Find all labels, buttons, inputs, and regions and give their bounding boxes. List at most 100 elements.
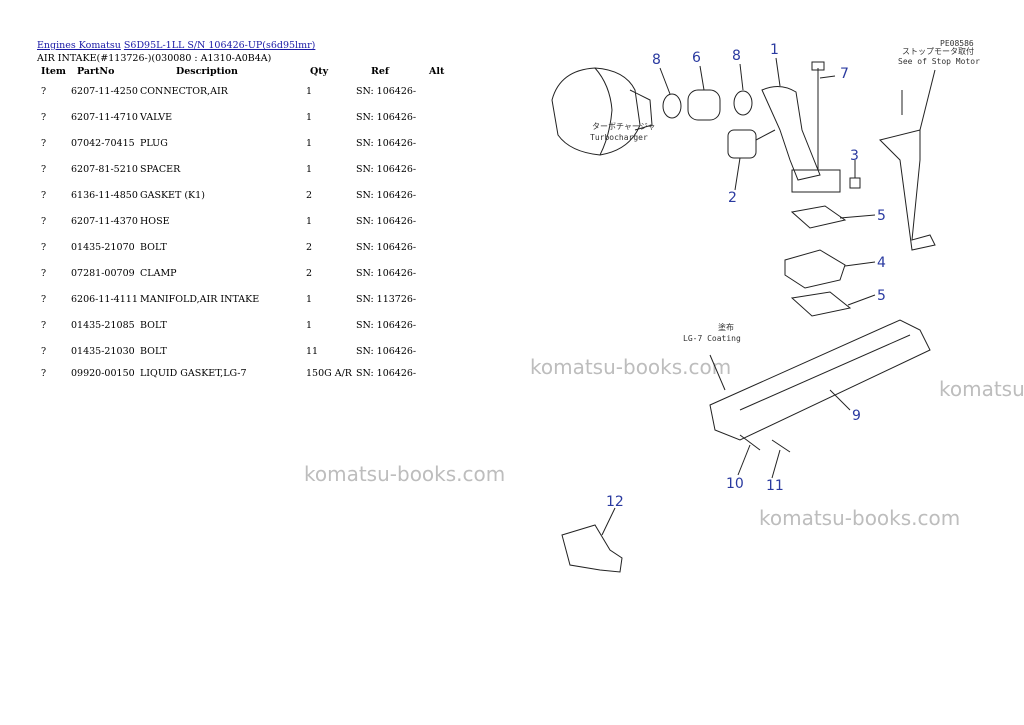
cell-ref: SN: 106426-: [355, 112, 417, 123]
spacer-shape: [784, 249, 846, 289]
parts-table: Item PartNo Description Qty Ref Alt ?620…: [37, 66, 444, 386]
cell-partno: 01435-21030: [71, 346, 135, 357]
hose-shape: [687, 89, 721, 121]
exploded-parts-diagram: PE08586 ストップモータ取付 See of Stop Motor ターボチ…: [551, 39, 980, 573]
cell-item: ?: [41, 216, 47, 227]
stop-motor-label-en: See of Stop Motor: [898, 57, 980, 66]
callout-number: 12: [606, 494, 624, 510]
turbocharger-label-jp: ターボチャージャ: [592, 122, 655, 131]
clamp-shape: [733, 90, 753, 116]
cell-item: ?: [41, 268, 47, 279]
cell-description: MANIFOLD,AIR INTAKE: [140, 294, 260, 305]
cell-ref: SN: 113726-: [355, 294, 417, 305]
cell-qty: 11: [306, 346, 319, 357]
coating-label-jp: 塗布: [718, 322, 734, 332]
cell-ref: SN: 106426-: [355, 320, 417, 331]
cell-ref: SN: 106426-: [355, 346, 417, 357]
cell-ref: SN: 106426-: [355, 242, 417, 253]
connector-flange: [791, 169, 841, 193]
cell-partno: 01435-21085: [71, 320, 135, 331]
cell-description: LIQUID GASKET,LG-7: [140, 368, 247, 379]
cell-item: ?: [41, 368, 47, 379]
valve-shape: [727, 129, 757, 159]
cell-qty: 1: [306, 112, 313, 123]
callout-number: 1: [770, 42, 779, 58]
cell-partno: 6136-11-4850: [71, 190, 138, 201]
callout-number: 5: [877, 208, 886, 224]
cell-ref: SN: 106426-: [355, 86, 417, 97]
callout-number: 6: [692, 50, 701, 66]
manifold-shape: [709, 319, 931, 441]
clamp-shape: [662, 93, 682, 119]
col-partno: PartNo: [77, 66, 115, 77]
cell-partno: 6207-11-4710: [71, 112, 138, 123]
callout-number: 3: [850, 148, 859, 164]
bracket-shape: [879, 129, 936, 251]
cell-ref: SN: 106426-: [355, 268, 417, 279]
stop-motor-label-jp: ストップモータ取付: [902, 46, 974, 56]
watermark: komatsu-books.com: [530, 355, 732, 379]
cell-item: ?: [41, 164, 47, 175]
cell-description: CONNECTOR,AIR: [140, 86, 228, 97]
cell-ref: SN: 106426-: [355, 164, 417, 175]
watermark: komatsu-books.com: [759, 506, 961, 530]
callout-number: 8: [732, 48, 741, 64]
cell-qty: 1: [306, 86, 313, 97]
cell-partno: 09920-00150: [71, 368, 135, 379]
cell-qty: 2: [306, 190, 313, 201]
cell-description: PLUG: [140, 138, 168, 149]
cell-description: BOLT: [140, 242, 167, 253]
cell-qty: 1: [306, 216, 313, 227]
callout-number: 2: [728, 190, 737, 206]
callout-number: 4: [877, 255, 886, 271]
diagram-code: PE08586: [940, 39, 974, 48]
callout-number: 11: [766, 478, 784, 494]
cell-description: VALVE: [140, 112, 173, 123]
cell-ref: SN: 106426-: [355, 190, 417, 201]
cell-partno: 07281-00709: [71, 268, 135, 279]
cell-item: ?: [41, 320, 47, 331]
cell-partno: 6207-81-5210: [71, 164, 138, 175]
col-description: Description: [176, 66, 238, 77]
cell-item: ?: [41, 112, 47, 123]
cell-qty: 1: [306, 164, 313, 175]
cell-partno: 07042-70415: [71, 138, 135, 149]
cell-partno: 6206-11-4111: [71, 294, 138, 305]
callout-number: 8: [652, 52, 661, 68]
table-row: ? 01435-21085 BOLT 1 SN: 106426-: [37, 314, 444, 340]
cell-description: BOLT: [140, 320, 167, 331]
coating-label-en: LG-7 Coating: [683, 334, 741, 343]
gasket-shape: [790, 291, 852, 317]
cell-partno: 6207-11-4370: [71, 216, 138, 227]
cell-qty: 1: [306, 294, 313, 305]
watermark: komatsu-books.com: [939, 377, 1024, 401]
turbocharger-label-en: Turbocharger: [590, 133, 648, 142]
breadcrumb: Engines Komatsu S6D95L-1LL S/N 106426-UP…: [37, 40, 315, 51]
breadcrumb-link-model[interactable]: S6D95L-1LL S/N 106426-UP(s6d95lmr): [123, 40, 316, 51]
page-subtitle: AIR INTAKE(#113726-)(030080 : A1310-A0B4…: [37, 53, 272, 64]
cell-ref: SN: 106426-: [355, 216, 417, 227]
cell-description: CLAMP: [140, 268, 177, 279]
cell-description: GASKET (K1): [140, 190, 205, 201]
turbocharger-shape: [551, 67, 641, 156]
breadcrumb-link-engines[interactable]: Engines Komatsu: [37, 40, 121, 51]
cell-qty: 2: [306, 242, 313, 253]
cell-ref: SN: 106426-: [355, 138, 417, 149]
col-ref: Ref: [370, 66, 389, 77]
cell-item: ?: [41, 86, 47, 97]
cell-qty: 1: [306, 320, 313, 331]
cell-description: HOSE: [140, 216, 170, 227]
item-12-shape: [561, 524, 623, 573]
cell-description: BOLT: [140, 346, 167, 357]
cell-ref: SN: 106426-: [355, 368, 417, 379]
col-alt: Alt: [428, 66, 445, 77]
cell-partno: 01435-21070: [71, 242, 135, 253]
cell-item: ?: [41, 190, 47, 201]
cell-partno: 6207-11-4250: [71, 86, 138, 97]
